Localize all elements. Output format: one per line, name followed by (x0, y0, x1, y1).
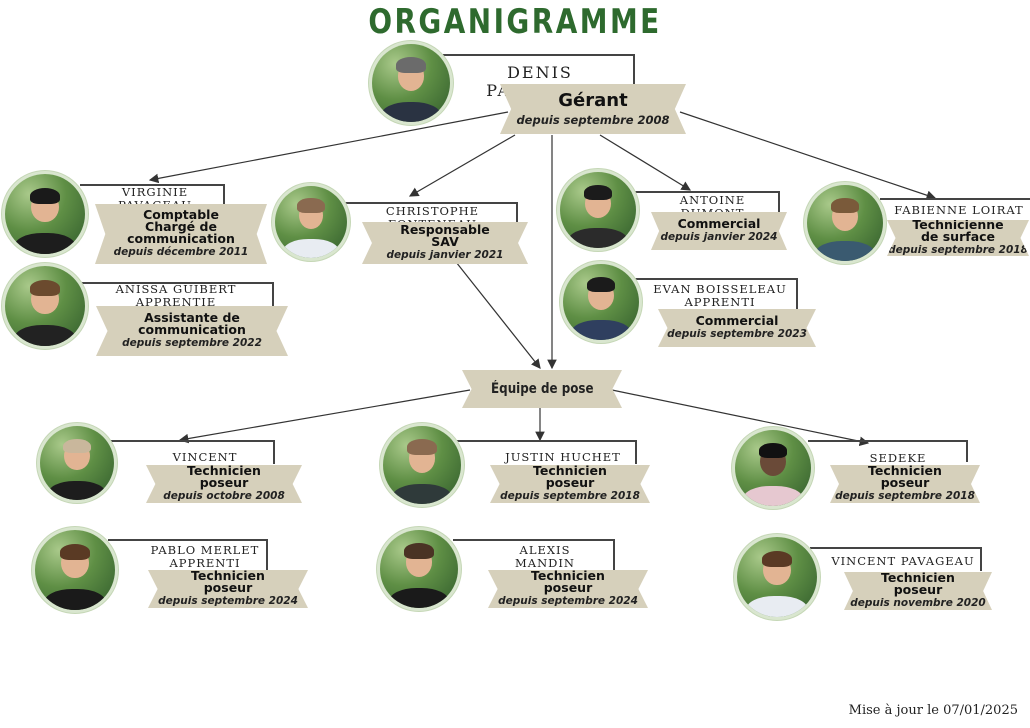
line-team-sedeke (611, 389, 870, 446)
person-since: depuis septembre 2022 (122, 337, 262, 349)
person-since: depuis novembre 2020 (850, 597, 986, 609)
person-since: depuis septembre 2018 (500, 490, 640, 502)
person-role: Technicien poseur (868, 463, 942, 490)
avatar (5, 174, 85, 254)
person-role: Technicien poseur (191, 568, 265, 595)
avatar (275, 186, 347, 258)
person-since: depuis septembre 2018 (835, 490, 975, 502)
name-bracket (633, 278, 798, 310)
avatar (40, 426, 114, 500)
name-bracket (443, 54, 635, 86)
name-bracket (810, 547, 982, 571)
line-manager-fabienne (679, 111, 937, 200)
person-since: depuis septembre 2024 (498, 595, 638, 607)
person-role: Comptable Chargé de communication (127, 207, 235, 246)
line-manager-virginie (148, 111, 509, 184)
person-name: PABLO MERLET APPRENTI (150, 543, 260, 570)
person-role: Technicien poseur (187, 463, 261, 490)
line-christophe-team (455, 261, 541, 369)
person-since: depuis septembre 2024 (158, 595, 298, 607)
person-name: JUSTIN HUCHET (505, 450, 621, 464)
person-role: Gérant (558, 90, 628, 111)
person-role: Technicien poseur (881, 570, 955, 597)
person-since: depuis octobre 2008 (163, 490, 285, 502)
avatar (5, 266, 85, 346)
person-since: depuis janvier 2024 (660, 231, 778, 243)
person-since: depuis septembre 2008 (516, 113, 670, 127)
person-since: depuis septembre 2018 (888, 244, 1028, 256)
name-bracket (80, 184, 225, 206)
avatar (383, 426, 461, 504)
person-name: VINCENT PAVAGEAU (831, 554, 975, 568)
role-ribbon: Gérant depuis septembre 2008 (500, 84, 686, 134)
line-manager-christophe (408, 134, 516, 197)
avatar (735, 430, 811, 506)
person-since: depuis décembre 2011 (113, 246, 249, 258)
name-bracket (453, 539, 615, 571)
page-title: ORGANIGRAMME (368, 2, 662, 42)
name-bracket (342, 202, 518, 222)
avatar (807, 185, 883, 261)
update-date: Mise à jour le 07/01/2025 (848, 703, 1018, 718)
name-bracket (457, 440, 637, 464)
person-role: Commercial (677, 216, 761, 231)
avatar (560, 172, 636, 248)
avatar (563, 264, 639, 340)
person-name: ANISSA GUIBERT APPRENTIE (115, 282, 237, 309)
avatar (35, 530, 115, 610)
name-bracket (808, 440, 968, 462)
person-since: depuis janvier 2021 (386, 249, 504, 261)
avatar (372, 44, 450, 122)
person-role: Technicien poseur (533, 463, 607, 490)
person-name: FABIENNE LOIRAT (894, 203, 1024, 217)
name-bracket (108, 440, 275, 464)
person-name: EVAN BOISSELEAU APPRENTI (653, 282, 787, 309)
name-bracket (108, 539, 268, 571)
person-role: Technicien poseur (531, 568, 605, 595)
person-role: Technicienne de surface (912, 217, 1004, 244)
person-role: Responsable SAV (400, 222, 490, 249)
name-bracket (880, 198, 1030, 222)
name-bracket (630, 191, 780, 215)
avatar (380, 530, 458, 608)
avatar (737, 537, 817, 617)
name-bracket (82, 282, 274, 308)
person-role: Commercial (695, 313, 779, 328)
team-label-equipe-de-pose: Équipe de pose (462, 370, 622, 408)
person-since: depuis septembre 2023 (667, 328, 807, 340)
person-role: Assistante de communication (138, 310, 246, 337)
